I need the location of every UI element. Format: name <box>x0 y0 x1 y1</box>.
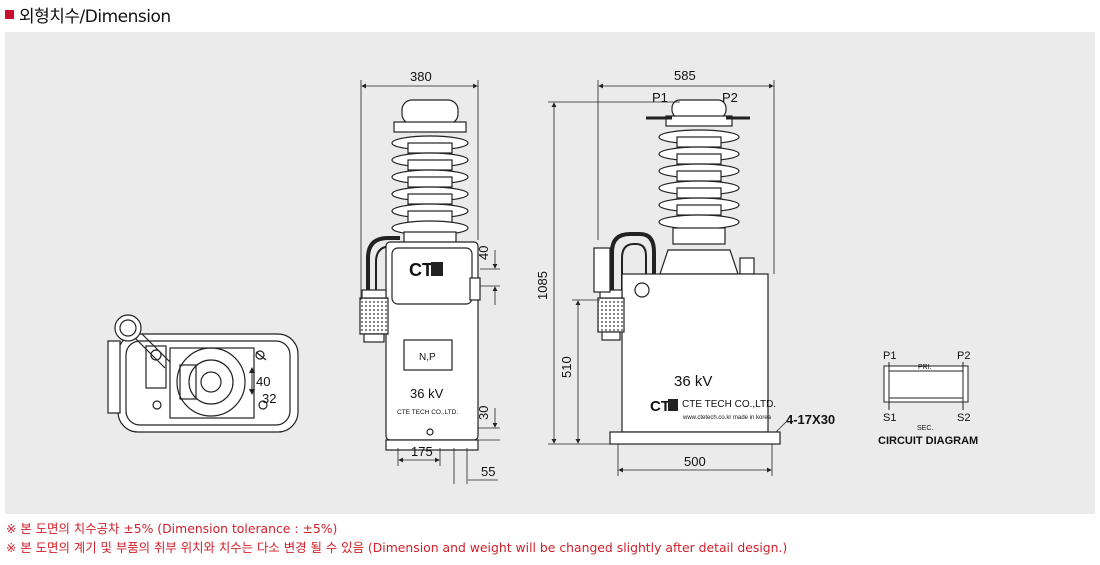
side-dim-width: 380 <box>410 69 432 84</box>
side-company: CTE TECH CO.,LTD. <box>397 409 458 416</box>
note-design-change: ※ 본 도면의 계기 및 부품의 취부 위치와 치수는 다소 변경 될 수 있음… <box>6 540 788 555</box>
side-dim-55: 55 <box>481 464 495 479</box>
front-view-dims: 585 1085 510 500 4-17X30 <box>535 68 835 476</box>
side-dim-175: 175 <box>411 444 433 459</box>
plan-view-dims: 40 32 <box>249 367 276 406</box>
front-dim-500: 500 <box>684 454 706 469</box>
note-tolerance: ※ 본 도면의 치수공차 ±5% (Dimension tolerance : … <box>6 521 338 536</box>
plan-dim-40: 40 <box>256 374 270 389</box>
circuit-s2: S2 <box>957 412 970 424</box>
terminal-p2-label: P2 <box>722 90 738 105</box>
circuit-s1: S1 <box>883 412 896 424</box>
front-dim-holes: 4-17X30 <box>786 412 835 427</box>
front-dim-height: 1085 <box>535 271 550 300</box>
side-dim-30: 30 <box>476 406 491 420</box>
front-voltage: 36 kV <box>674 373 712 390</box>
front-view <box>593 99 781 445</box>
plan-dim-32: 32 <box>262 391 276 406</box>
side-view-dims: 380 40 30 175 55 <box>360 69 500 484</box>
terminal-p1-label: P1 <box>652 90 668 105</box>
side-voltage: 36 kV <box>410 386 444 401</box>
front-view-labels: P1 P2 36 kV CT CTE TECH CO.,LTD. www.cte… <box>650 90 776 421</box>
notes: ※ 본 도면의 치수공차 ±5% (Dimension tolerance : … <box>6 519 787 557</box>
circuit-p2: P2 <box>957 350 970 362</box>
side-logo: CT <box>409 260 433 280</box>
front-made-in: made in korea <box>733 415 772 421</box>
front-dim-510: 510 <box>559 356 574 378</box>
circuit-labels: P1 P2 PRI. S1 S2 SEC. CIRCUIT DIAGRAM <box>878 350 978 447</box>
side-view-labels: CT N,P 36 kV CTE TECH CO.,LTD. <box>397 260 458 416</box>
front-company: CTE TECH CO.,LTD. <box>682 399 776 410</box>
header-marker <box>5 9 14 19</box>
section-title: 외형치수/Dimension <box>19 6 171 27</box>
front-logo: CT <box>650 398 670 415</box>
circuit-sec: SEC. <box>917 425 933 432</box>
circuit-diagram <box>883 362 969 410</box>
side-dim-40: 40 <box>476 246 491 260</box>
section-header: 외형치수/Dimension <box>5 2 171 27</box>
front-website: www.ctetech.co.kr <box>682 415 731 421</box>
circuit-p1: P1 <box>883 350 896 362</box>
front-dim-width: 585 <box>674 68 696 83</box>
circuit-caption: CIRCUIT DIAGRAM <box>878 435 978 447</box>
circuit-pri: PRI. <box>918 364 932 371</box>
drawing-panel <box>5 32 1095 514</box>
side-nameplate-label: N,P <box>419 352 436 363</box>
plan-view <box>107 314 299 433</box>
